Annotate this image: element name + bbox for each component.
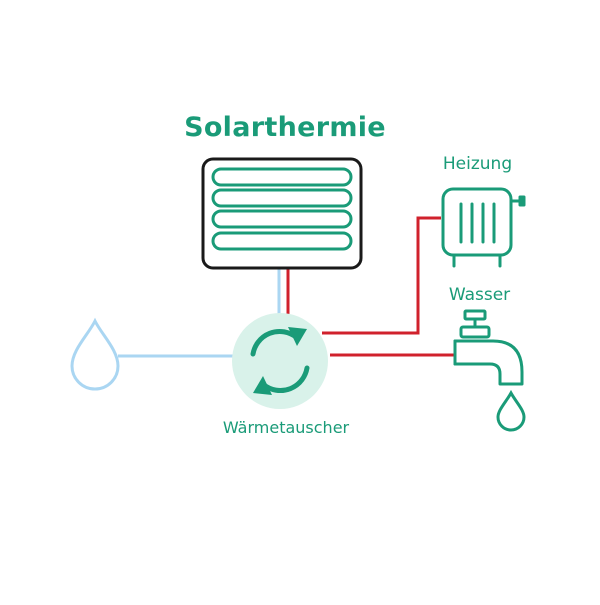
water-tap-label: Wasser bbox=[448, 285, 511, 305]
heat-exchanger-label: Wärmetauscher bbox=[222, 418, 350, 437]
solar-collector-icon bbox=[201, 157, 363, 270]
water-drop-icon bbox=[70, 317, 120, 391]
pipes bbox=[118, 216, 455, 358]
heat-exchanger-circle bbox=[232, 313, 328, 409]
heating-pipe bbox=[322, 216, 441, 335]
radiator-icon bbox=[441, 187, 526, 268]
cycle-arrows-icon bbox=[250, 328, 310, 394]
diagram-title: Solarthermie bbox=[184, 112, 386, 143]
water-tap-icon bbox=[453, 309, 524, 386]
water-drop-icon bbox=[496, 389, 526, 432]
heat-exchanger bbox=[232, 313, 328, 409]
heating-label: Heizung bbox=[442, 154, 513, 174]
